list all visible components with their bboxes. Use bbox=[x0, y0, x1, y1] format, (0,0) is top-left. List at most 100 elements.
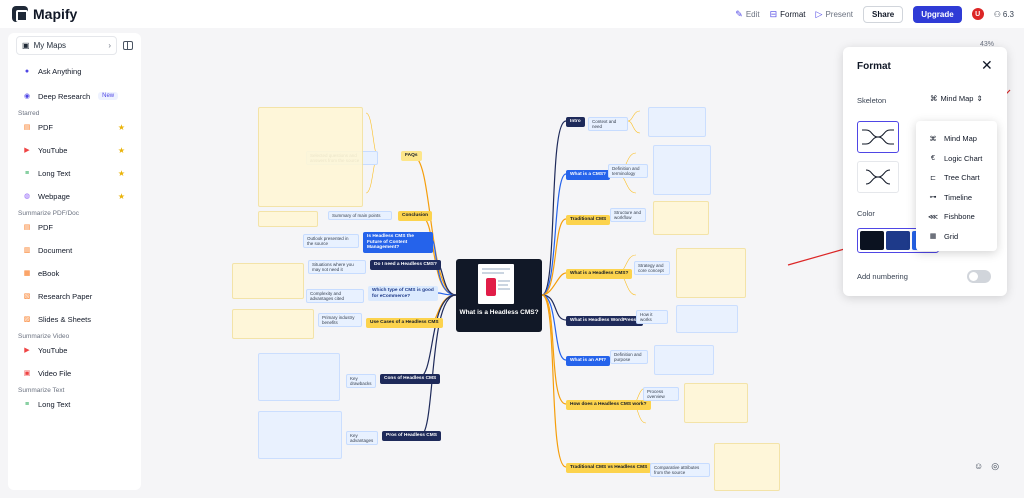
sidebar-item-youtube[interactable]: ▶YouTube★ bbox=[8, 142, 141, 158]
sidebar-item-document[interactable]: ▥Document bbox=[8, 242, 141, 258]
play-icon: ▷ bbox=[815, 8, 823, 19]
format-label: Format bbox=[780, 9, 806, 19]
sidebar-item-research-paper[interactable]: ▧Research Paper bbox=[8, 288, 141, 304]
logic-chart-icon: € bbox=[931, 154, 935, 162]
present-button[interactable]: ▷Present bbox=[816, 9, 854, 20]
branch-detail[interactable]: Context and need bbox=[588, 117, 628, 132]
section-summarize-video: Summarize Video bbox=[18, 332, 70, 340]
cons-leaf-cluster bbox=[258, 353, 340, 401]
branch-detail[interactable]: Structure and workflow bbox=[610, 208, 646, 223]
mind-map-preview-icon bbox=[862, 129, 894, 145]
star-icon[interactable]: ★ bbox=[117, 191, 125, 201]
sidebar-item-long-text[interactable]: ≡Long Text★ bbox=[8, 165, 141, 181]
sidebar-item-label: PDF bbox=[38, 222, 53, 232]
branch-detail[interactable]: Key advantages bbox=[346, 431, 378, 446]
branch-detail[interactable]: Definition and purpose bbox=[610, 350, 648, 365]
branch-node[interactable]: Which type of CMS is good for eCommerce? bbox=[368, 286, 438, 302]
branch-node[interactable]: Do I need a Headless CMS? bbox=[370, 260, 441, 270]
branch-node[interactable]: What is Headless WordPress? bbox=[566, 316, 643, 326]
sidebar-item-pdf[interactable]: ▤PDF★ bbox=[8, 119, 141, 135]
upgrade-button[interactable]: Upgrade bbox=[913, 5, 962, 23]
branch-detail[interactable]: Outlook presented in the source bbox=[303, 234, 359, 249]
app-name: Mapify bbox=[33, 6, 78, 22]
section-summarize-text: Summarize Text bbox=[18, 386, 65, 394]
star-icon[interactable]: ★ bbox=[117, 122, 125, 132]
conclusion-leaf-cluster bbox=[258, 211, 318, 227]
avatar[interactable]: U bbox=[971, 8, 984, 20]
branch-detail[interactable]: Comparative attributes from the source bbox=[650, 463, 710, 478]
branch-detail[interactable]: Summary of main points bbox=[328, 211, 392, 221]
branch-node[interactable]: What is a Headless CMS? bbox=[566, 269, 633, 279]
sidebar-item-long-text-2[interactable]: ≡Long Text bbox=[8, 396, 141, 412]
root-title: What is a Headless CMS? bbox=[459, 309, 539, 316]
option-grid[interactable]: ▦ Grid bbox=[916, 227, 997, 247]
branch-detail[interactable]: Strategy and core concept bbox=[634, 261, 670, 276]
branch-detail[interactable]: Key drawbacks bbox=[346, 374, 376, 389]
sidebar-item-youtube-2[interactable]: ▶YouTube bbox=[8, 342, 141, 358]
branch-detail[interactable]: Primary industry benefits bbox=[318, 313, 362, 328]
root-node[interactable]: What is a Headless CMS? bbox=[456, 259, 542, 332]
branch-node[interactable]: Cons of Headless CMS bbox=[380, 374, 441, 384]
numbering-label: Add numbering bbox=[857, 272, 908, 281]
ask-icon: ● bbox=[24, 67, 30, 75]
edit-label: Edit bbox=[745, 9, 760, 19]
skeleton-thumb-mind-map[interactable] bbox=[857, 121, 899, 153]
branch-node[interactable]: Traditional CMS vs Headless CMS bbox=[566, 463, 652, 473]
grid-icon: ▦ bbox=[929, 233, 937, 241]
zoom-level[interactable]: 43% bbox=[980, 41, 995, 48]
branch-node[interactable]: Conclusion bbox=[398, 211, 433, 221]
branch-node[interactable]: Is Headless CMS the Future of Content Ma… bbox=[363, 232, 433, 253]
pencil-icon: ✎ bbox=[735, 8, 743, 19]
sidebar-item-pdf-2[interactable]: ▤PDF bbox=[8, 219, 141, 235]
mindmap-canvas[interactable]: What is a Headless CMS? FAQs Selected qu… bbox=[148, 33, 1024, 498]
option-label: Grid bbox=[944, 231, 959, 241]
youtube-icon: ▶ bbox=[24, 347, 30, 354]
chat-icon[interactable]: ◎ bbox=[991, 461, 1000, 471]
branch-node[interactable]: Use Cases of a Headless CMS bbox=[366, 318, 443, 328]
share-button[interactable]: Share bbox=[863, 5, 904, 23]
sidebar-item-slides-sheets[interactable]: ▨Slides & Sheets bbox=[8, 311, 141, 327]
sidebar-item-video-file[interactable]: ▣Video File bbox=[8, 365, 141, 381]
branch-node[interactable]: What is a CMS? bbox=[566, 170, 610, 180]
option-tree-chart[interactable]: ⊏Tree Chart bbox=[916, 168, 997, 188]
branch-detail[interactable]: Definition and terminology bbox=[608, 164, 648, 179]
how-leaf-cluster bbox=[684, 383, 748, 423]
collapse-sidebar-icon[interactable] bbox=[123, 40, 133, 50]
credits-indicator[interactable]: ⚇6.3 bbox=[994, 10, 1014, 19]
sidebar-item-ebook[interactable]: ▦eBook bbox=[8, 265, 141, 281]
star-icon[interactable]: ★ bbox=[117, 145, 125, 155]
branch-detail[interactable]: Process overview bbox=[643, 387, 679, 402]
skeleton-thumb-logic[interactable] bbox=[857, 161, 899, 193]
skeleton-select[interactable]: ⌘ Mind Map ⇕ bbox=[930, 94, 983, 103]
thumb-line bbox=[498, 280, 510, 282]
my-maps-button[interactable]: ▣ My Maps › bbox=[16, 35, 117, 55]
star-icon[interactable]: ★ bbox=[117, 168, 125, 178]
branch-node[interactable]: FAQs bbox=[401, 151, 422, 161]
logo[interactable]: Mapify bbox=[12, 6, 77, 22]
branch-node[interactable]: How does a Headless CMS work? bbox=[566, 400, 651, 410]
branch-detail[interactable]: How it works bbox=[636, 310, 668, 325]
present-label: Present bbox=[825, 9, 854, 19]
option-logic-chart[interactable]: €Logic Chart bbox=[916, 149, 997, 169]
numbering-toggle[interactable] bbox=[967, 270, 991, 283]
sidebar-item-webpage[interactable]: ◍Webpage★ bbox=[8, 188, 141, 204]
branch-node[interactable]: Pros of Headless CMS bbox=[382, 431, 441, 441]
edit-button[interactable]: ✎Edit bbox=[735, 9, 759, 20]
sidebar-item-ask-anything[interactable]: ●Ask Anything bbox=[8, 63, 141, 79]
bottom-tools: ☺ ◎ bbox=[974, 461, 999, 472]
option-mind-map[interactable]: ⌘Mind Map bbox=[916, 129, 997, 149]
option-timeline[interactable]: ⊶Timeline bbox=[916, 188, 997, 208]
emoji-icon[interactable]: ☺ bbox=[974, 461, 984, 471]
branch-detail[interactable]: Situations where you may not need it bbox=[308, 260, 366, 275]
option-fishbone[interactable]: ⋘Fishbone bbox=[916, 207, 997, 227]
swatch bbox=[860, 231, 884, 250]
branch-detail[interactable]: Complexity and advantages cited bbox=[306, 289, 364, 304]
branch-node[interactable]: Intro bbox=[566, 117, 585, 127]
close-icon[interactable]: ✕ bbox=[981, 57, 993, 73]
format-button[interactable]: ⊟Format bbox=[770, 9, 806, 20]
branch-node[interactable]: Traditional CMS bbox=[566, 215, 611, 225]
sidebar-item-label: eBook bbox=[38, 268, 60, 278]
branch-node[interactable]: What is an API? bbox=[566, 356, 611, 366]
thumb-line bbox=[482, 272, 504, 274]
